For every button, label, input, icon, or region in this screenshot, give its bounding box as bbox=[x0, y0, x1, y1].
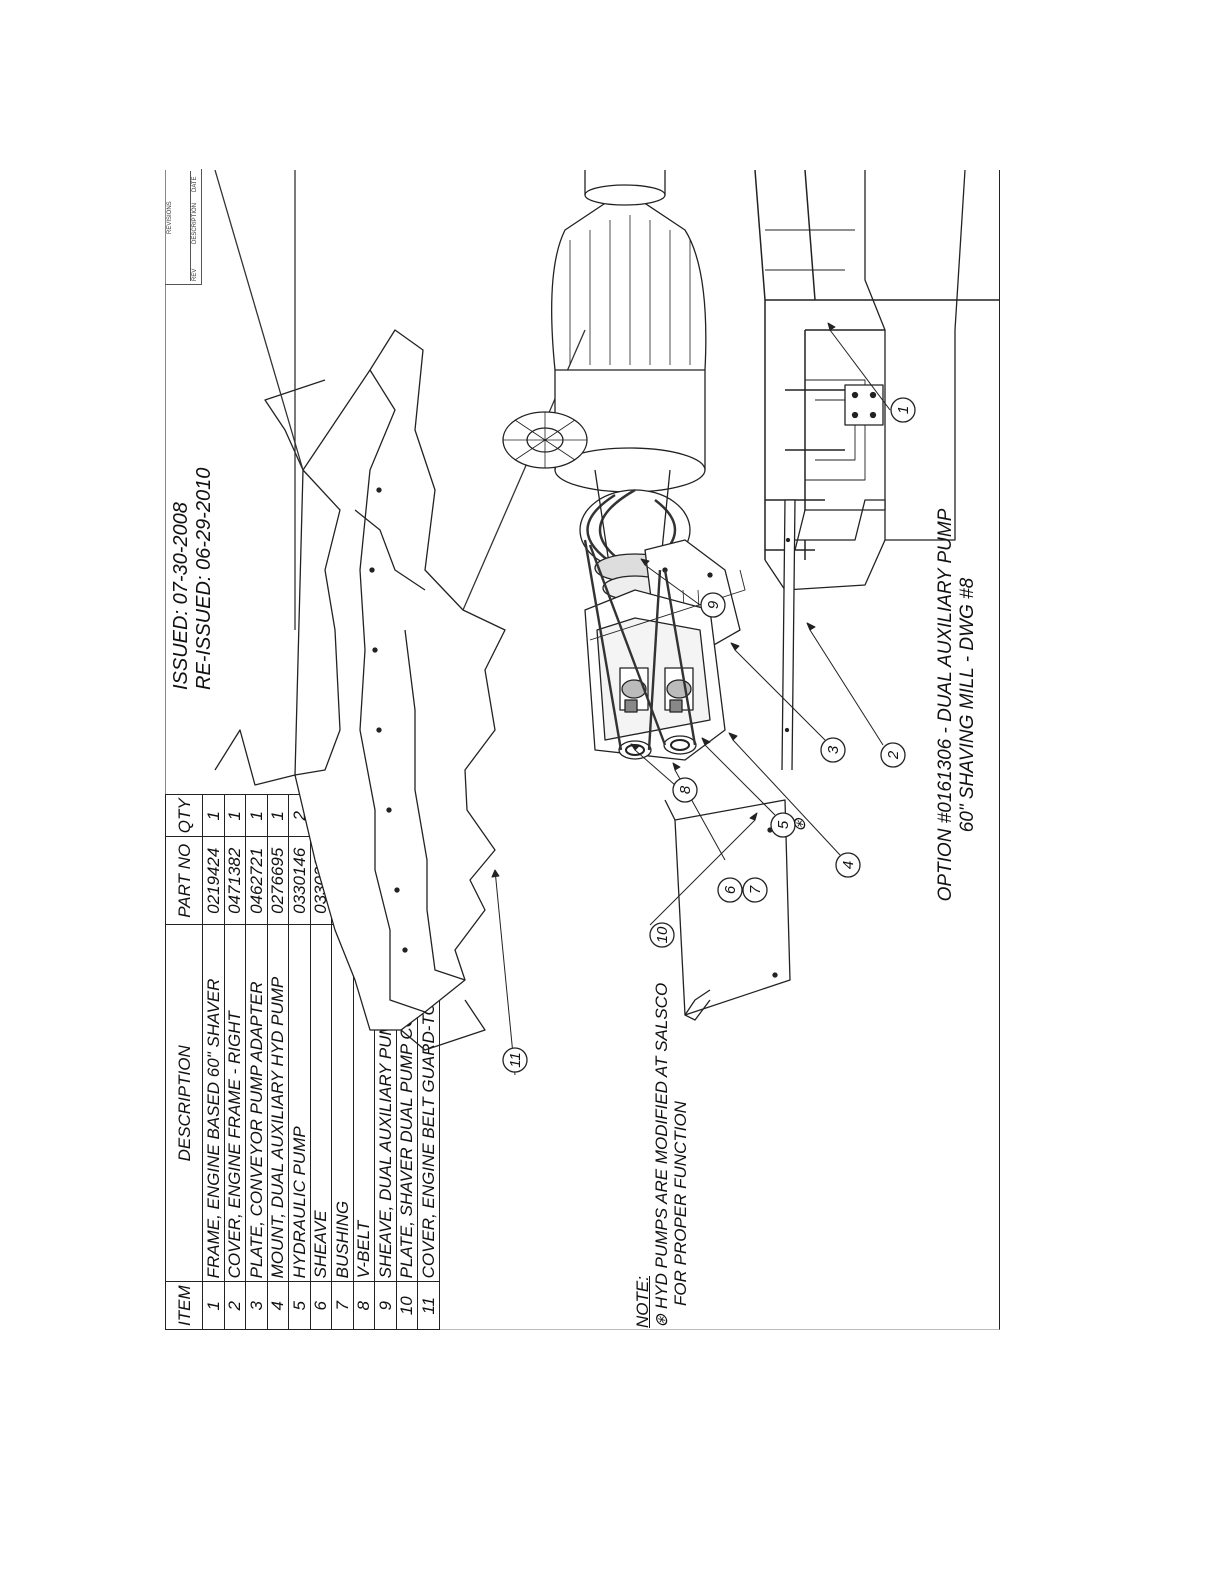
callout-labels: 1 2 3 4 5 6 7 8 9 10 11 ⊛ bbox=[507, 406, 912, 1068]
callout-label-3: 3 bbox=[825, 745, 842, 754]
callout-9 bbox=[700, 592, 726, 618]
callout-label-7: 7 bbox=[747, 885, 764, 894]
callout-label-1: 1 bbox=[895, 406, 912, 414]
callout-5-asterisk: ⊛ bbox=[790, 817, 809, 832]
belt-guard-cover bbox=[214, 329, 506, 1051]
drive-drum bbox=[502, 170, 707, 601]
callout-3 bbox=[820, 737, 846, 763]
callout-11 bbox=[502, 1047, 528, 1073]
leader-lines bbox=[491, 322, 891, 1076]
callout-7 bbox=[742, 877, 768, 903]
callout-label-8: 8 bbox=[677, 785, 694, 794]
callout-balloons bbox=[502, 397, 916, 1073]
callout-label-10: 10 bbox=[654, 926, 671, 943]
callout-1 bbox=[890, 397, 916, 423]
callout-label-9: 9 bbox=[705, 600, 722, 609]
callout-label-4: 4 bbox=[840, 861, 857, 869]
callout-label-11: 11 bbox=[507, 1052, 524, 1068]
callout-6 bbox=[717, 877, 743, 903]
callout-label-5: 5 bbox=[775, 820, 792, 829]
dual-pump-cover-plate bbox=[664, 799, 791, 1021]
engine-frame-cover-right bbox=[781, 499, 886, 771]
exploded-assembly-diagram: 1 2 3 4 5 6 7 8 9 10 11 ⊛ bbox=[214, 170, 1000, 1076]
v-belts bbox=[583, 539, 697, 751]
callout-2 bbox=[880, 742, 906, 768]
callout-4 bbox=[835, 852, 861, 878]
callout-5 bbox=[770, 812, 796, 838]
callout-label-2: 2 bbox=[885, 750, 902, 760]
callout-8 bbox=[672, 777, 698, 803]
callout-10 bbox=[649, 922, 675, 948]
callout-label-6: 6 bbox=[722, 885, 739, 894]
